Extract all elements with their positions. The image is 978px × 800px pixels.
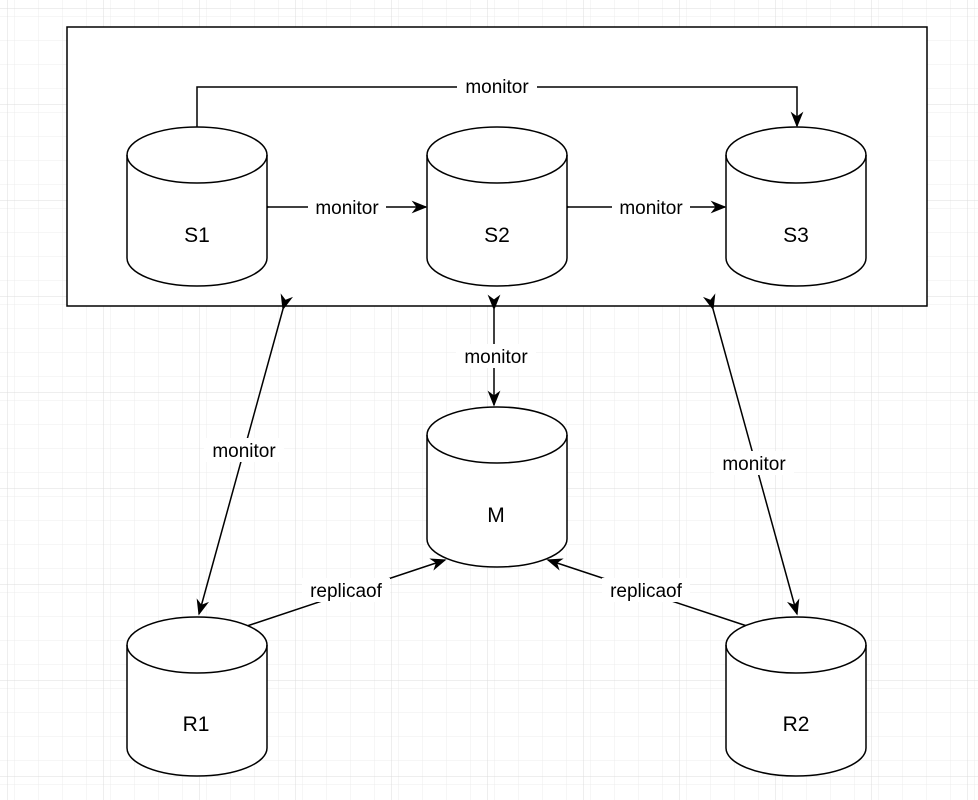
edge-label-s2-s3: monitor	[619, 198, 683, 219]
node-m[interactable]: M	[426, 406, 568, 568]
node-label-s3: S3	[783, 224, 809, 247]
edge-label-r2-m: replicaof	[610, 581, 683, 602]
node-r2[interactable]: R2	[725, 616, 867, 777]
node-s2[interactable]: S2	[426, 126, 568, 287]
edge-label-s1-s3: monitor	[465, 77, 529, 98]
node-label-r2: R2	[783, 713, 810, 736]
node-s1[interactable]: S1	[126, 126, 268, 287]
node-label-s1: S1	[184, 224, 210, 247]
cylinder-icon	[426, 126, 568, 287]
cylinder-icon	[126, 126, 268, 287]
edge-label-cluster-m: monitor	[464, 347, 528, 368]
node-label-s2: S2	[484, 224, 510, 247]
cylinder-icon	[426, 406, 568, 568]
node-s3[interactable]: S3	[725, 126, 867, 287]
node-label-r1: R1	[183, 713, 210, 736]
edge-label-r1-m: replicaof	[310, 581, 383, 602]
cylinder-icon	[725, 616, 867, 777]
node-label-m: M	[487, 504, 505, 527]
edge-label-s1-s2: monitor	[315, 198, 379, 219]
edge-label-cluster-r1: monitor	[212, 441, 276, 462]
cylinder-icon	[725, 126, 867, 287]
edge-labels: monitor monitor monitor monitor monitor …	[204, 74, 794, 602]
edge-label-cluster-r2: monitor	[722, 454, 786, 475]
node-r1[interactable]: R1	[126, 616, 268, 777]
cylinder-icon	[126, 616, 268, 777]
